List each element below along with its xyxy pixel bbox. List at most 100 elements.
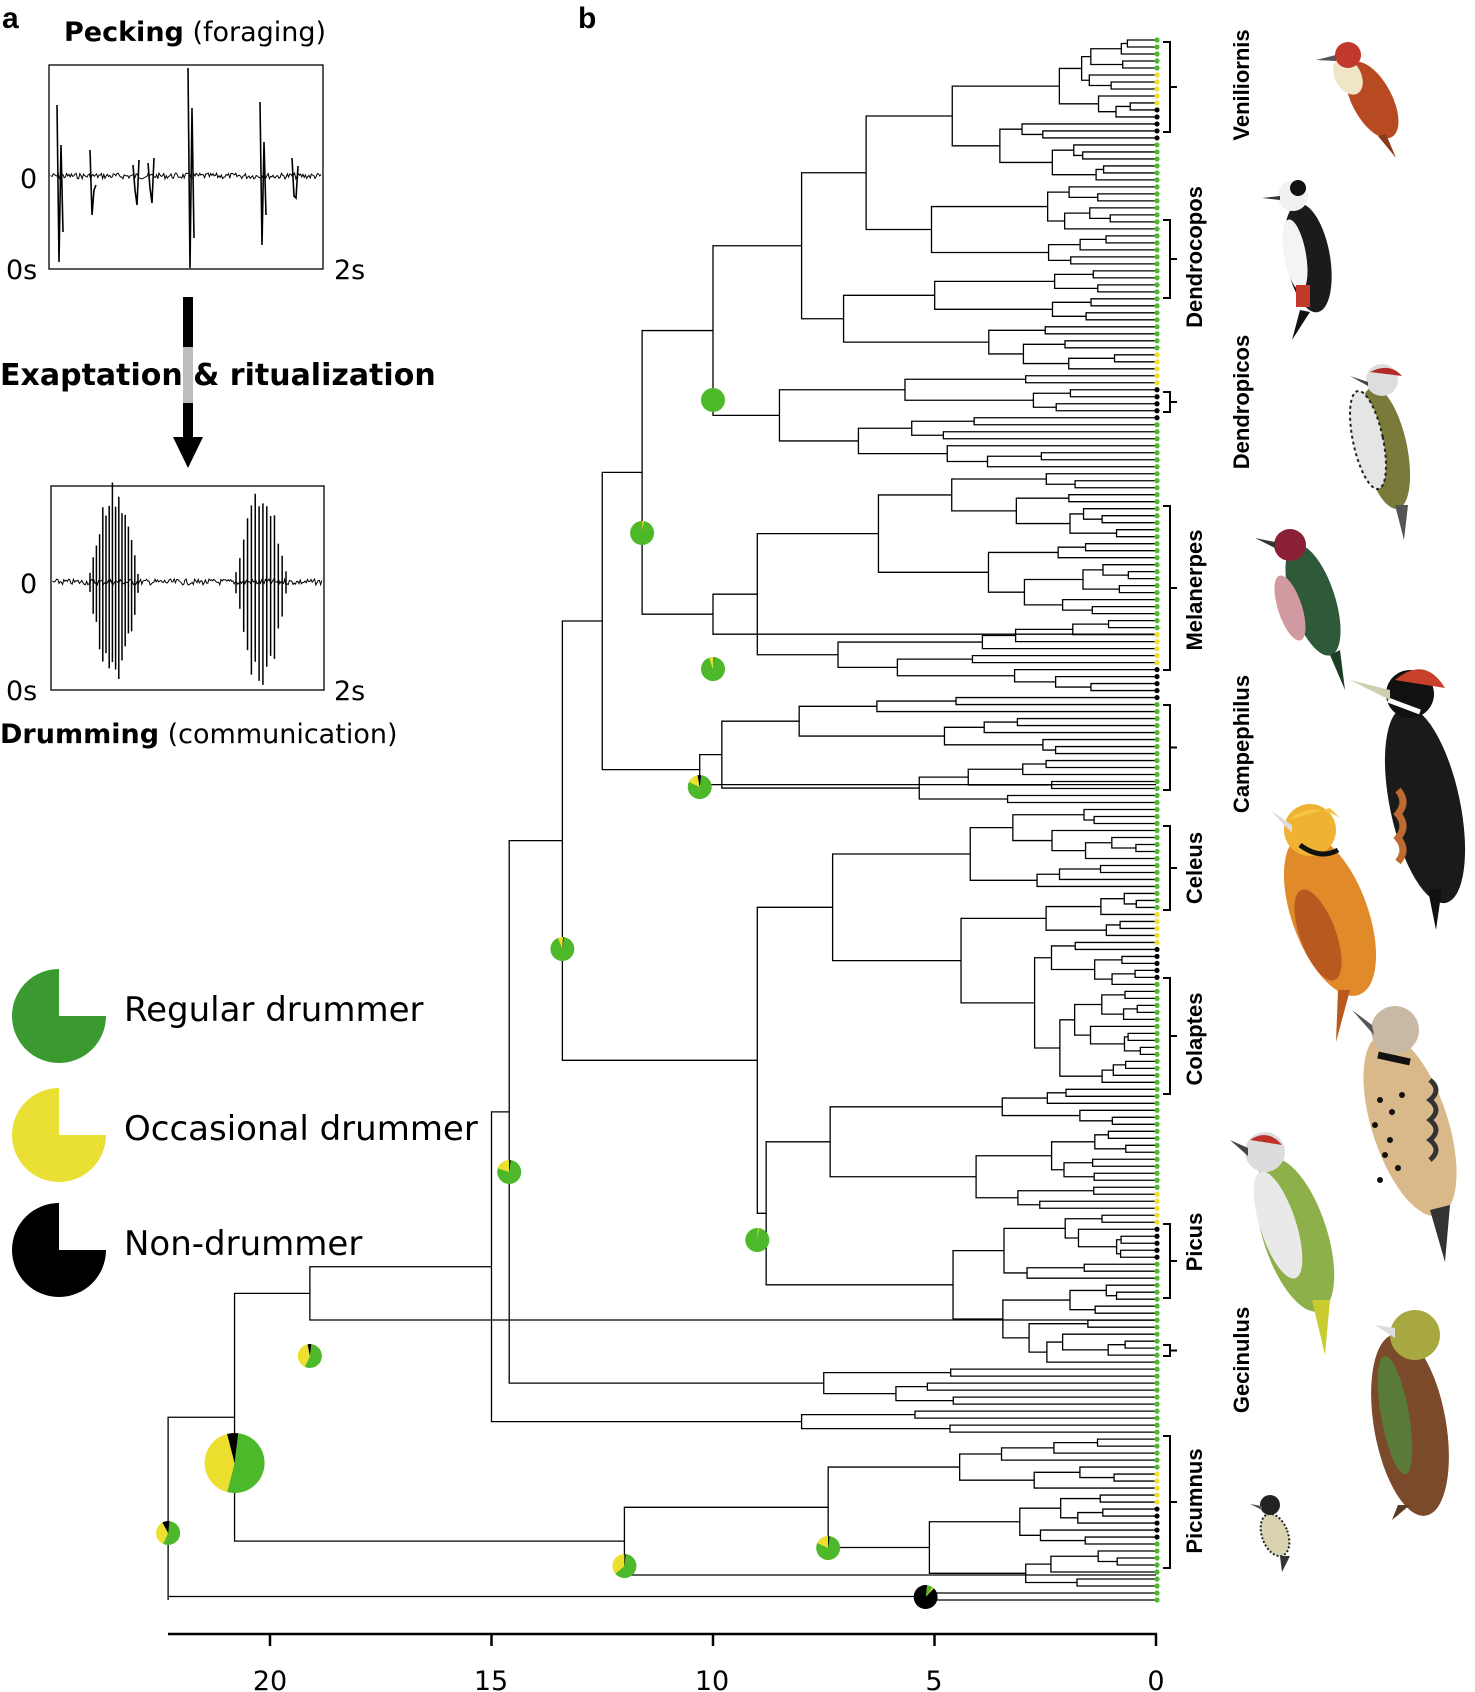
tree-branch — [1076, 1578, 1156, 1587]
tip-state-dot — [1154, 86, 1160, 92]
tip-state-dot — [1154, 1324, 1160, 1330]
pie-slice — [701, 657, 726, 681]
tree-branch — [946, 445, 1156, 463]
tip-state-dot — [1154, 415, 1160, 421]
tip-state-dot — [1154, 471, 1160, 477]
ancestral-state-pie — [687, 775, 712, 800]
tip-state-dot — [1154, 604, 1160, 610]
tree-branch — [1094, 959, 1122, 980]
tree-branch — [1042, 130, 1156, 139]
tree-branch — [831, 853, 971, 962]
tip-state-dot — [1154, 743, 1160, 750]
tree-branch — [1057, 546, 1156, 559]
pie-slice — [624, 1554, 626, 1566]
tip-state-dot — [1154, 1303, 1160, 1309]
ancestral-state-pie — [913, 1585, 938, 1609]
tree-branch — [1063, 1162, 1095, 1178]
genus-bracket — [1163, 704, 1177, 791]
tree-branch — [1061, 598, 1156, 611]
pie-slice — [307, 1344, 312, 1356]
tip-state-dot — [1154, 478, 1160, 484]
tip-state-dot — [1154, 597, 1160, 603]
tree-branch — [1045, 759, 1156, 769]
tree-branch — [1064, 1218, 1103, 1239]
tip-state-dot — [1154, 1331, 1160, 1337]
tree-branch — [1095, 168, 1156, 181]
bird-celeus — [1270, 804, 1377, 1042]
tip-state-dot — [1154, 44, 1160, 50]
legend-label-regular: Regular drummer — [124, 990, 423, 1030]
tip-state-dot — [1154, 1366, 1160, 1372]
tip-state-dot — [1154, 184, 1160, 190]
genus-bracket — [1163, 219, 1177, 299]
tip-state-dot — [1154, 1191, 1160, 1197]
pie-slice — [615, 1554, 637, 1579]
exaptation-arrow — [173, 297, 203, 468]
tip-state-dot — [1154, 1156, 1160, 1162]
pecking-y-zero: 0 — [20, 164, 37, 195]
tree-branch — [959, 1453, 1035, 1481]
legend-label-non: Non-drummer — [124, 1224, 362, 1264]
tip-state-dot — [1154, 37, 1160, 43]
axis-tick-label-5: 5 — [925, 1666, 942, 1692]
tree-branch — [1039, 1200, 1156, 1209]
tip-state-dot — [1154, 1247, 1160, 1253]
tree-branch — [1047, 191, 1070, 222]
pecking-spike — [132, 159, 140, 206]
tree-branch — [975, 1155, 1052, 1199]
pecking-spike — [187, 67, 195, 269]
tree-branch — [1139, 1046, 1156, 1055]
tree-branch — [934, 280, 1055, 310]
tip-state-dot — [1154, 233, 1160, 239]
tree-branch — [1094, 1134, 1126, 1150]
tree-branch — [1109, 214, 1156, 223]
tip-state-dot — [1154, 1268, 1160, 1274]
pie-slice — [816, 1536, 841, 1561]
bird-colaptes — [1352, 1006, 1457, 1262]
tip-state-dot — [1154, 1205, 1160, 1211]
tip-state-dot — [1154, 1499, 1160, 1505]
tip-state-dot — [1154, 1457, 1160, 1463]
legend-swatch-non — [12, 1203, 106, 1297]
drumming-x-end: 2s — [334, 676, 365, 707]
tree-branch — [1042, 738, 1156, 751]
tip-state-dot — [1154, 883, 1160, 890]
tip-state-dot — [1154, 107, 1160, 113]
pie-slice — [688, 775, 700, 787]
tree-branch — [1033, 957, 1060, 1049]
tip-state-dot — [1154, 1051, 1160, 1057]
tip-state-dot — [1154, 1233, 1160, 1239]
pie-slice — [612, 1554, 625, 1574]
ancestral-state-pie — [745, 1228, 770, 1252]
genus-label-picus: Picus — [1182, 1213, 1207, 1272]
tree-branch — [1055, 403, 1156, 412]
tree-branch — [928, 1521, 1026, 1574]
genus-bracket — [1163, 1223, 1177, 1299]
tip-state-dot — [1154, 1198, 1160, 1204]
tree-branch — [1022, 343, 1069, 365]
tip-state-dot — [1154, 1170, 1160, 1176]
tree-branch — [1013, 668, 1156, 683]
tree-branch — [800, 1413, 950, 1430]
tip-state-dot — [1154, 450, 1160, 456]
tree-branch — [1036, 873, 1156, 888]
tip-state-dot — [1154, 715, 1160, 722]
tree-backbone-branch — [309, 1266, 1156, 1321]
tree-branch — [1028, 1323, 1088, 1353]
tip-state-dot — [1154, 806, 1160, 813]
tree-branch — [950, 1368, 1156, 1377]
ancestral-state-pie — [297, 1344, 322, 1368]
tip-state-dot — [1154, 1079, 1160, 1085]
tip-state-dot — [1154, 1086, 1160, 1092]
pie-slice — [297, 1344, 310, 1367]
tree-branch — [1082, 508, 1156, 520]
panel-a: a Pecking (foraging) 0 0s 2s Exaptation … — [0, 2, 436, 750]
tip-state-dot — [1154, 1072, 1160, 1078]
tree-branch — [1124, 1340, 1156, 1349]
tree-branch — [1123, 892, 1156, 905]
tip-state-dot — [1154, 373, 1160, 379]
genus-bracket — [1163, 1344, 1177, 1357]
tree-branch — [1019, 1507, 1061, 1536]
tip-state-dot — [1154, 1443, 1160, 1449]
tree-branch — [1068, 186, 1156, 199]
